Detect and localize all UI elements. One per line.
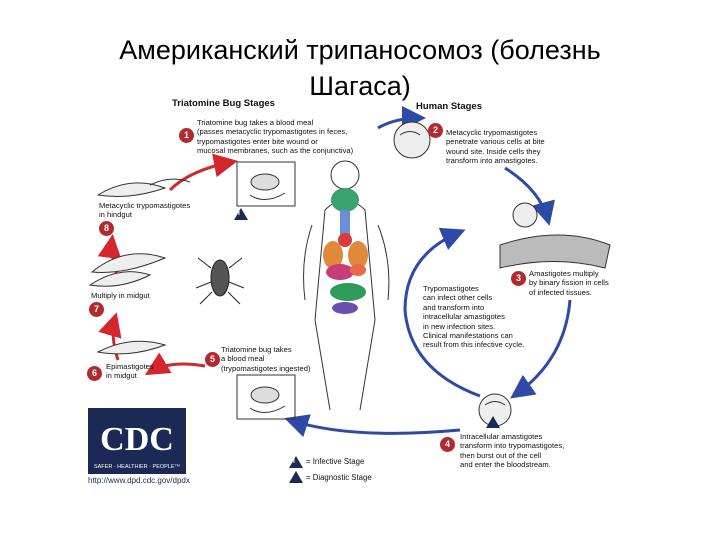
arrow-4-to-5 — [284, 414, 461, 438]
diagnostic-stage-marker-4 — [486, 416, 500, 428]
cdc-logo: CDC SAFER · HEALTHIER · PEOPLE™ — [88, 408, 186, 474]
arrow-3-to-4 — [510, 299, 572, 399]
parasites-8 — [96, 178, 191, 197]
cdc-url[interactable]: http://www.dpd.cdc.gov/dpdx — [88, 476, 190, 485]
step-7-badge: 7 — [89, 302, 104, 317]
legend-infective-label: = Infective Stage — [306, 457, 365, 466]
center-note: Trypomastigotes can infect other cells a… — [423, 284, 525, 350]
step-4-badge: 4 — [440, 437, 455, 452]
step-1-text: Triatomine bug takes a blood meal (passe… — [197, 118, 354, 156]
bug-illustration-bottom — [236, 374, 296, 420]
organs — [323, 188, 368, 314]
cell-illustration-3 — [499, 202, 611, 269]
infective-stage-icon: i — [289, 456, 303, 468]
parasites-6 — [96, 340, 167, 355]
header-human-stages: Human Stages — [416, 101, 482, 112]
header-bug-stages: Triatomine Bug Stages — [172, 98, 275, 109]
step-3-badge: 3 — [511, 271, 526, 286]
step-1-badge: 1 — [179, 128, 194, 143]
arrow-5-to-6 — [144, 352, 206, 376]
step-3-text: Amastigotes multiply by binary fission i… — [529, 269, 609, 297]
step-7-text: Multiply in midgut — [91, 291, 150, 300]
triatomine-bug — [195, 257, 245, 305]
step-2-badge: 2 — [428, 123, 443, 138]
arrow-6-to-7 — [98, 312, 122, 361]
infective-stage-marker-1: i — [234, 208, 248, 220]
step-8-badge: 8 — [99, 221, 114, 236]
arrow-1-to-2 — [377, 106, 426, 131]
step-8-text: Metacyclic trypomastigotes in hindgut — [99, 201, 191, 220]
cdc-logo-text: CDC — [100, 421, 174, 458]
arrow-4-loop — [403, 227, 481, 398]
step-6-text: Epimastigotes in midgut — [106, 362, 154, 381]
legend-diagnostic-label: = Diagnostic Stage — [306, 473, 372, 482]
step-6-badge: 6 — [87, 366, 102, 381]
step-4-text: Intracellular amastigotes transform into… — [460, 432, 565, 470]
arrow-2-to-3 — [504, 166, 555, 226]
cell-illustration-2 — [393, 121, 431, 159]
arrow-8-to-1 — [168, 153, 238, 192]
cdc-tagline: SAFER · HEALTHIER · PEOPLE™ — [94, 464, 180, 470]
bug-illustration-top — [236, 161, 296, 207]
step-5-badge: 5 — [205, 352, 220, 367]
slide-title: Американский трипаносомоз (болезнь Шагас… — [0, 32, 720, 104]
title-line-1: Американский трипаносомоз (болезнь — [119, 35, 601, 65]
step-2-text: Metacyclic trypomastigotes penetrate var… — [446, 128, 545, 166]
title-line-2: Шагаса) — [309, 71, 411, 101]
step-5-text: Triatomine bug takes a blood meal (trypo… — [221, 345, 311, 373]
parasites-7 — [88, 253, 167, 287]
diagnostic-stage-icon — [289, 471, 303, 483]
